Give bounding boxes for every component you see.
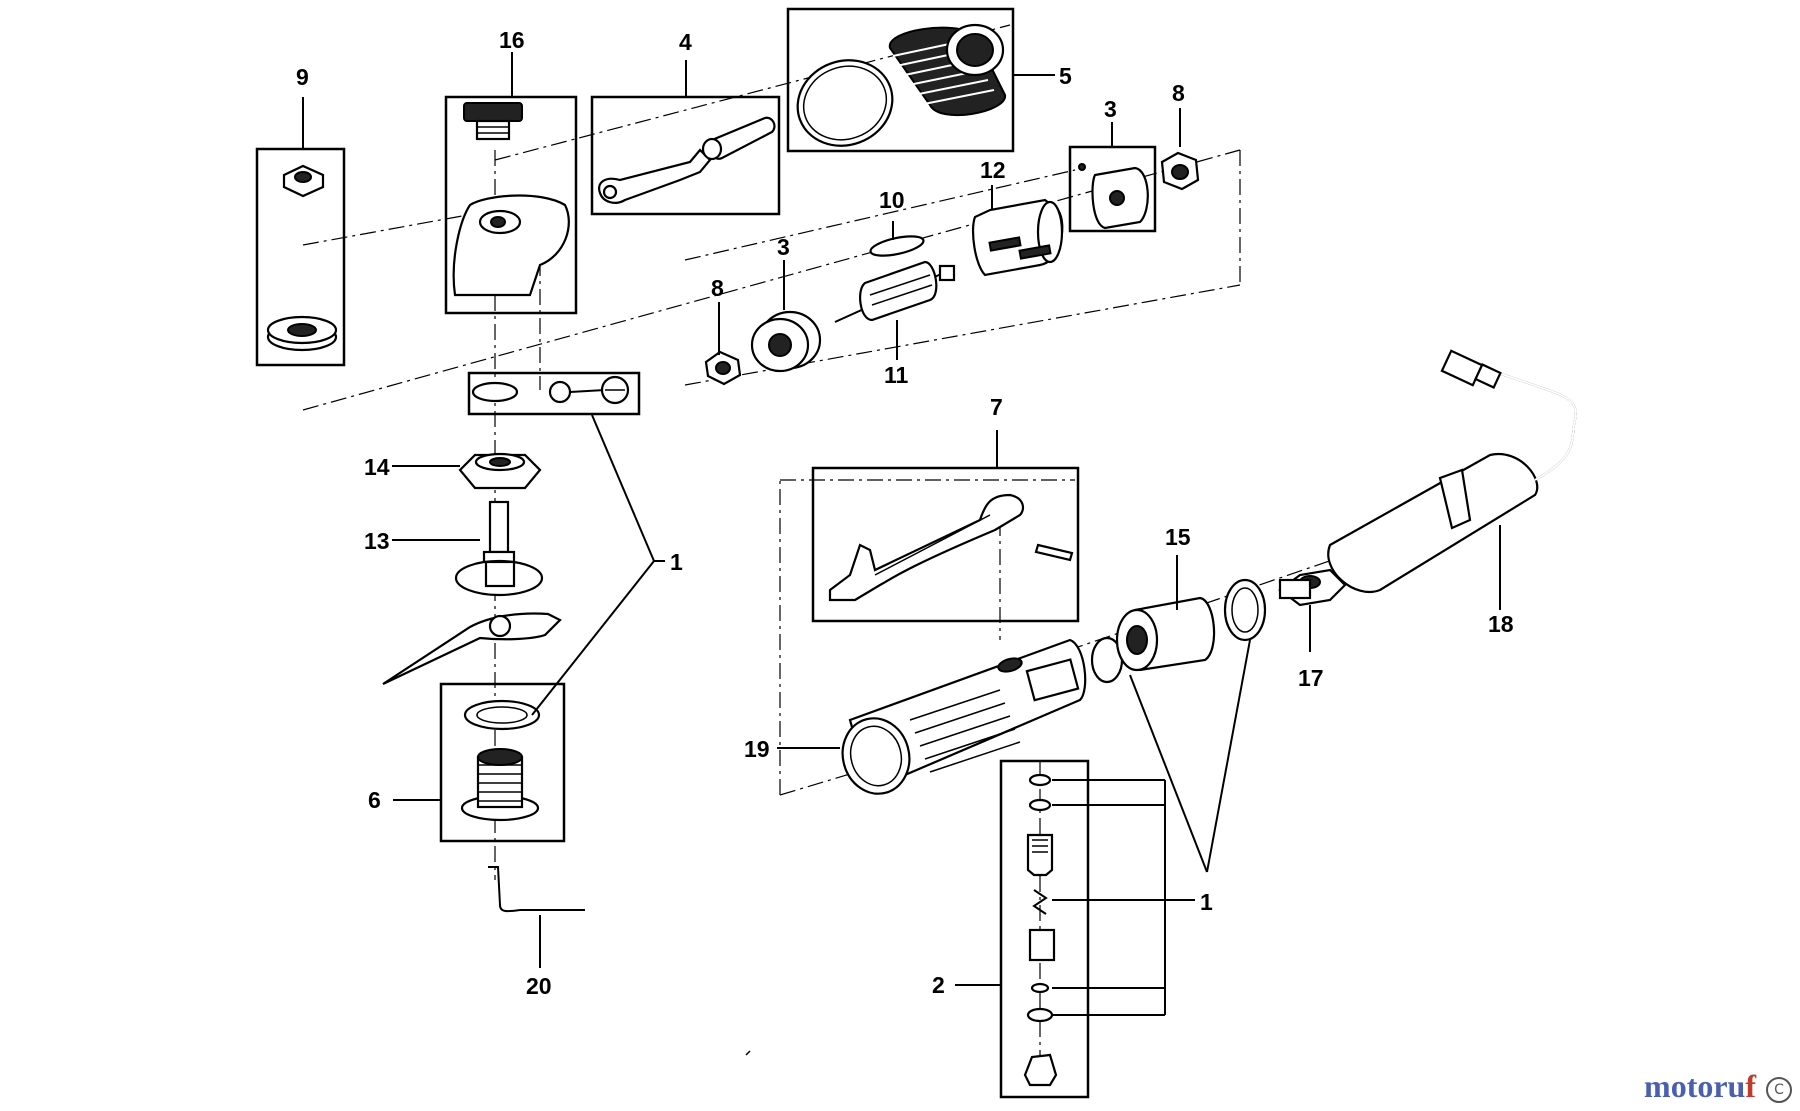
callout-8-top: 8 [1172, 80, 1185, 106]
blade-hub [488, 614, 512, 638]
part-3-bearing [750, 310, 822, 373]
part-17-fitting [1278, 568, 1347, 607]
callout-10: 10 [879, 187, 905, 213]
part-7-lever [828, 493, 1074, 602]
part-6-threaded-insert [460, 699, 541, 822]
assembly-axes [302, 24, 1421, 1060]
watermark-text-b: f [1745, 1068, 1756, 1104]
part-16-cap-housing [452, 102, 570, 297]
part-10-o-ring [869, 235, 925, 257]
callout-3-mid: 3 [777, 234, 790, 260]
part-2-valve-stack [1023, 773, 1058, 1087]
callout-8-mid: 8 [711, 275, 724, 301]
callout-15: 15 [1165, 524, 1191, 550]
part-blade [382, 612, 562, 685]
callout-1-right: 1 [1200, 889, 1213, 915]
part-19-handle [841, 638, 1087, 795]
callout-3-top: 3 [1104, 96, 1117, 122]
group-box-5 [786, 7, 1015, 153]
part-5-ring-spring [796, 23, 1006, 147]
part-8-nut-top [1160, 151, 1200, 191]
part-13-spindle [454, 500, 544, 597]
callout-16: 16 [499, 27, 525, 53]
callout-9: 9 [296, 64, 309, 90]
part-20-hex-key [488, 866, 585, 913]
callout-17: 17 [1298, 665, 1324, 691]
part-11-rotor [834, 260, 956, 323]
part-4-lever-pin [598, 116, 776, 204]
callout-6: 6 [368, 787, 381, 813]
callout-4: 4 [679, 29, 692, 55]
callout-20: 20 [526, 973, 552, 999]
leader-lines [302, 52, 1501, 1016]
callout-7: 7 [990, 394, 1003, 420]
part-seal-kit [471, 375, 630, 405]
watermark-text-a: motoru [1644, 1068, 1746, 1104]
part-8-nut-mid [704, 350, 742, 386]
part-12-cylinder [971, 198, 1064, 277]
callout-19: 19 [744, 736, 770, 762]
group-box-6 [439, 682, 566, 843]
stray-mark [745, 1050, 751, 1056]
callout-13: 13 [364, 528, 390, 554]
watermark-logo: motoruf [1644, 1068, 1756, 1105]
group-box-7 [811, 466, 1080, 623]
group-box-seal-kit [467, 371, 641, 416]
callout-12: 12 [980, 157, 1006, 183]
part-14-nut [458, 452, 542, 490]
callout-18: 18 [1488, 611, 1514, 637]
group-box-9 [255, 147, 346, 367]
callout-5: 5 [1059, 63, 1072, 89]
part-15-motor [1090, 578, 1267, 684]
part-18-hose [1327, 349, 1577, 593]
group-box-2 [999, 759, 1090, 1099]
callout-14: 14 [364, 454, 390, 480]
callout-1-left: 1 [670, 549, 683, 575]
callout-11: 11 [884, 362, 909, 388]
part-9-nut-bearing [266, 164, 338, 352]
part-3-end-plate [1078, 163, 1149, 230]
copyright-icon: C [1766, 1077, 1792, 1103]
callout-labels: 9 16 4 5 3 8 12 10 3 8 11 14 13 1 6 20 7… [296, 27, 1514, 999]
callout-2: 2 [932, 972, 945, 998]
